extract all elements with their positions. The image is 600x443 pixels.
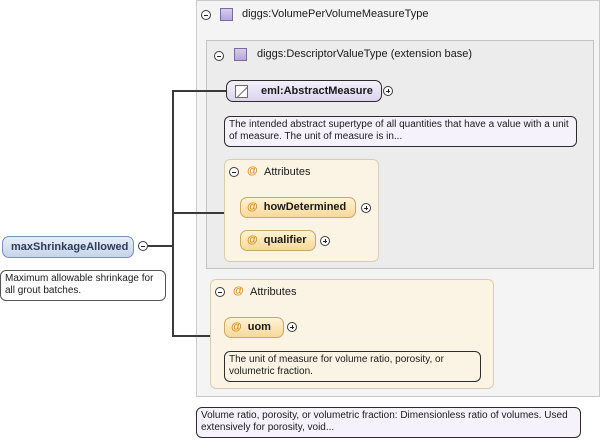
attribute-name: uom [247, 321, 271, 333]
collapse-base-type-icon[interactable] [214, 51, 224, 61]
expand-uom-icon[interactable] [287, 322, 297, 332]
expand-how-determined-icon[interactable] [361, 203, 371, 213]
complex-type-icon [220, 8, 233, 21]
uom-annotation: The unit of measure for volume ratio, po… [224, 351, 481, 382]
attribute-name: qualifier [263, 234, 307, 246]
connector-abstract-measure [172, 90, 226, 92]
attribute-symbol: @ [231, 321, 242, 333]
connector-type-attributes [172, 335, 210, 337]
root-element-annotation: Maximum allowable shrinkage for all grou… [0, 270, 166, 301]
base-attributes-symbol: @ [247, 165, 258, 177]
collapse-base-attributes-icon[interactable] [229, 167, 239, 177]
base-type-icon [234, 48, 247, 61]
attribute-symbol: @ [247, 234, 258, 246]
abstract-measure-annotation: The intended abstract supertype of all q… [224, 116, 577, 147]
connector-base-attributes [172, 212, 226, 214]
base-type-name: diggs:DescriptorValueType (extension bas… [257, 48, 473, 60]
expand-abstract-measure-icon[interactable] [383, 86, 393, 96]
type-attributes-title: Attributes [250, 286, 297, 298]
complex-type-annotation: Volume ratio, porosity, or volumetric fr… [196, 407, 581, 438]
abstract-element-icon [235, 85, 248, 98]
type-attributes-symbol: @ [233, 285, 244, 297]
attribute-how-determined[interactable]: @ howDetermined [240, 197, 356, 218]
root-element-label: maxShrinkageAllowed [11, 241, 129, 253]
collapse-root-element-icon[interactable] [138, 241, 148, 251]
abstract-measure-label: eml:AbstractMeasure [261, 85, 373, 97]
complex-type-name: diggs:VolumePerVolumeMeasureType [242, 8, 429, 20]
attribute-qualifier[interactable]: @ qualifier [240, 230, 316, 251]
attribute-name: howDetermined [263, 201, 347, 213]
abstract-measure-element[interactable]: eml:AbstractMeasure [226, 80, 382, 102]
root-element[interactable]: maxShrinkageAllowed [2, 236, 134, 258]
base-attributes-title: Attributes [264, 166, 311, 178]
collapse-complex-type-icon[interactable] [201, 10, 211, 20]
collapse-type-attributes-icon[interactable] [215, 287, 225, 297]
root-connector [148, 245, 172, 247]
attribute-uom[interactable]: @ uom [224, 317, 284, 338]
expand-qualifier-icon[interactable] [320, 236, 330, 246]
attribute-symbol: @ [247, 201, 258, 213]
